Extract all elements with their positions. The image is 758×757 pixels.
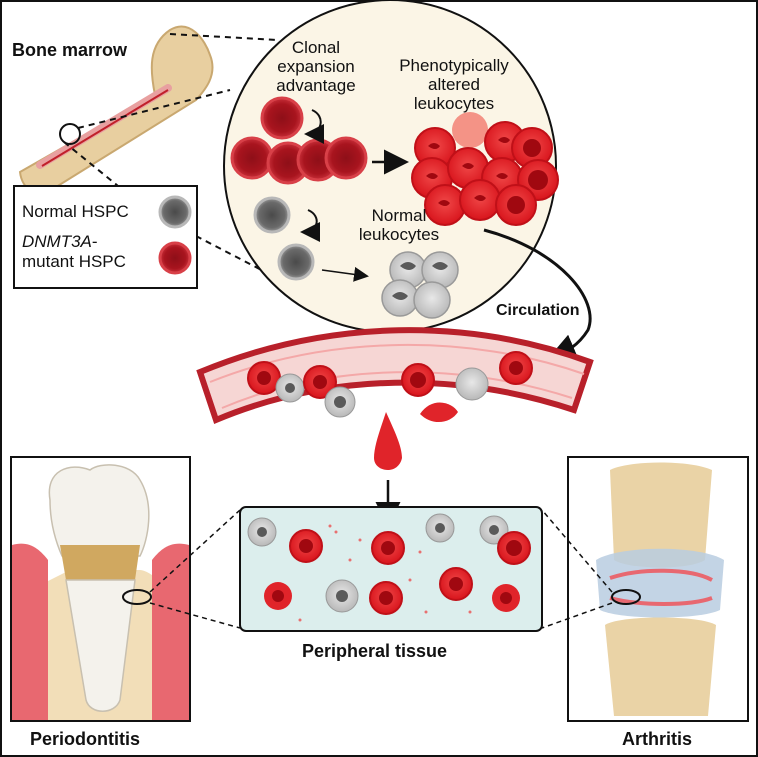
legend-mutant-dash: - — [91, 232, 98, 251]
gum-magnifier — [122, 589, 152, 605]
legend-mutant-hspc-label: mutant HSPC — [22, 252, 126, 271]
arthritis-panel — [567, 456, 749, 722]
legend-mutant-swatch — [158, 241, 192, 275]
legend-mutant-gene-line: DNMT3A- — [22, 232, 98, 252]
altered-leukocyte-cluster — [411, 112, 559, 226]
bone-magnifier-circle — [59, 123, 81, 145]
pheno-line-1: Phenotypically — [399, 56, 509, 75]
legend-normal-hspc-label: Normal HSPC — [22, 202, 129, 221]
mutant-hspc-cluster — [230, 96, 368, 185]
clonal-line-3: advantage — [276, 76, 356, 95]
normal-leukocyte-cluster — [381, 251, 459, 319]
periodontitis-label: Periodontitis — [30, 729, 141, 749]
pheno-line-3: leukocytes — [413, 94, 495, 113]
clonal-line-2: expansion — [277, 57, 355, 76]
peripheral-tissue-box — [239, 506, 543, 632]
bone-marrow-label: Bone marrow — [12, 40, 128, 60]
circulation-label: Circulation — [496, 302, 580, 319]
pheno-line-2: altered — [428, 75, 480, 94]
clonal-expansion-label: Clonal expansion advantage — [270, 38, 362, 95]
extravasation-drop — [374, 412, 402, 471]
normal-leuk-line-2: leukocytes — [358, 225, 440, 244]
normal-leuk-line-1: Normal — [371, 206, 427, 225]
legend-normal-swatch — [158, 195, 192, 229]
joint-magnifier — [611, 589, 641, 605]
circulation-arrow — [483, 228, 592, 363]
peripheral-tissue-label: Peripheral tissue — [302, 641, 448, 661]
clonal-line-1: Clonal — [291, 38, 341, 57]
normal-hspc-cluster — [253, 196, 315, 281]
blood-vessel — [196, 327, 594, 425]
normal-arrow — [321, 266, 369, 282]
phenotypically-altered-label: Phenotypically altered leukocytes — [384, 56, 524, 113]
arthritis-label: Arthritis — [622, 729, 693, 749]
normal-leukocytes-label: Normal leukocytes — [344, 206, 454, 244]
periodontitis-panel — [10, 456, 191, 722]
legend-mutant-gene: DNMT3A — [22, 232, 92, 251]
